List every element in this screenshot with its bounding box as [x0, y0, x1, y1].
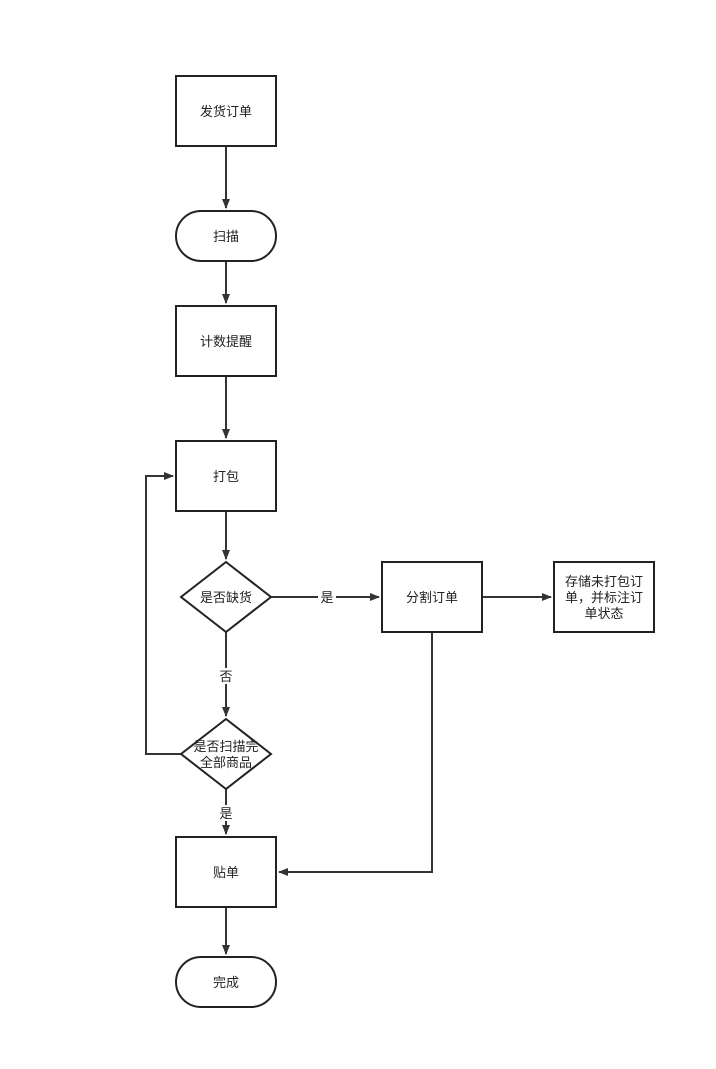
node-label-attach: 贴单	[175, 836, 277, 908]
node-ship-order: 发货订单	[175, 75, 277, 147]
node-count-reminder-label: 计数提醒	[200, 334, 252, 350]
edge-label-yes-split: 是	[320, 591, 333, 606]
node-store-unpacked: 存储未打包订 单，并标注订 单状态	[553, 561, 655, 633]
edges	[145, 146, 552, 955]
node-pack: 打包	[175, 440, 277, 512]
node-split-order-label: 分割订单	[406, 590, 458, 606]
node-ship-order-label: 发货订单	[200, 104, 252, 120]
node-done-label: 完成	[213, 976, 239, 991]
node-all-scanned-line-1: 是否扫描完	[193, 740, 258, 755]
node-store-unpacked-line-3: 单状态	[584, 607, 623, 622]
edge-label-no: 否	[219, 670, 232, 685]
edge-split-to-label	[278, 632, 433, 876]
node-out-of-stock-decision: 是否缺货	[179, 560, 273, 634]
node-all-scanned-decision: 是否扫描完 全部商品	[179, 717, 273, 791]
node-done: 完成	[175, 956, 277, 1008]
node-scan: 扫描	[175, 210, 277, 262]
node-pack-label: 打包	[213, 470, 239, 485]
node-split-order: 分割订单	[381, 561, 483, 633]
node-label-attach-label: 贴单	[213, 866, 239, 881]
node-count-reminder: 计数提醒	[175, 305, 277, 377]
node-out-of-stock-label: 是否缺货	[200, 590, 252, 606]
node-scan-label: 扫描	[213, 230, 239, 245]
node-store-unpacked-line-1: 存储未打包订	[565, 575, 643, 590]
node-store-unpacked-line-2: 单，并标注订	[565, 591, 643, 606]
node-all-scanned-line-2: 全部商品	[200, 755, 252, 771]
edge-scancheck-loop-to-pack	[145, 472, 181, 755]
edge-label-yes-label: 是	[219, 807, 232, 822]
edge-labels: 是 否 是	[217, 589, 336, 822]
